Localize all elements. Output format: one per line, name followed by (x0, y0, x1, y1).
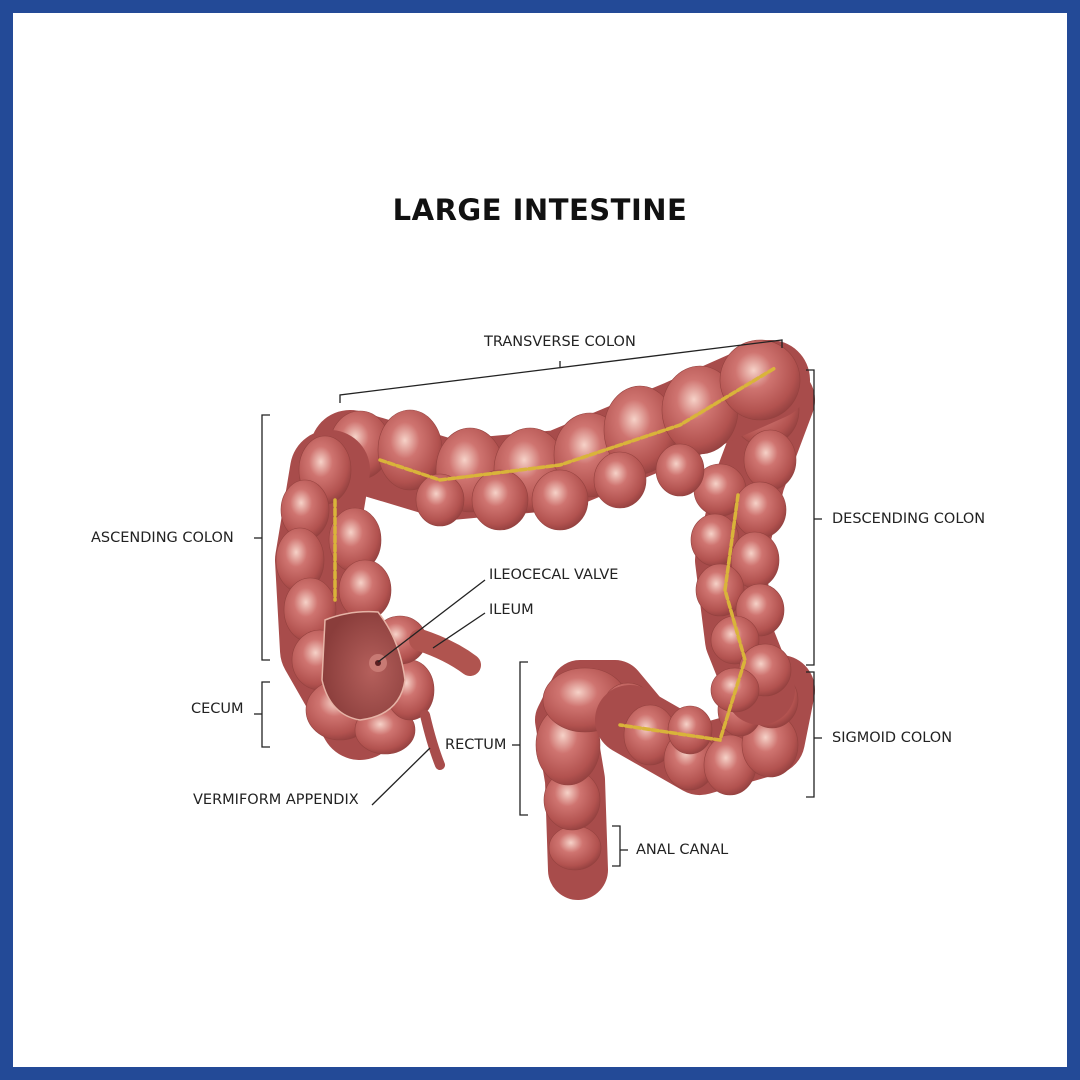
label-transverse-colon: TRANSVERSE COLON (484, 334, 636, 350)
diagram-title: LARGE INTESTINE (392, 193, 688, 227)
sigmoid-bracket (806, 671, 815, 798)
label-ileum: ILEUM (489, 602, 534, 618)
ileum-leader (432, 612, 486, 649)
transverse-bracket (339, 339, 783, 403)
label-ascending-colon: ASCENDING COLON (91, 530, 234, 546)
ascending-bracket (261, 414, 270, 661)
descending-haustra (743, 429, 797, 491)
label-anal-canal: ANAL CANAL (636, 842, 729, 858)
label-ileocecal-valve: ILEOCECAL VALVE (489, 567, 619, 583)
sigmoid-haustra (667, 705, 713, 755)
label-descending-colon: DESCENDING COLON (832, 511, 986, 527)
transverse-haustra (471, 469, 529, 531)
transverse-haustra (415, 473, 465, 527)
label-rectum: RECTUM (445, 737, 507, 753)
descending-bracket (806, 369, 815, 666)
transverse-haustra (531, 469, 589, 531)
cecum-opening (321, 610, 406, 721)
transverse-haustra (655, 443, 705, 497)
rectum-haustra (548, 825, 602, 871)
vermiform-appendix (420, 710, 445, 770)
blood-vessels (333, 366, 777, 742)
transverse-haustra (593, 451, 647, 509)
transverse-haustra (719, 339, 801, 421)
label-sigmoid-colon: SIGMOID COLON (832, 730, 953, 746)
appendix-leader (371, 747, 431, 806)
ileum (409, 629, 481, 676)
descending-haustra (695, 563, 745, 617)
rectum-bracket (519, 661, 528, 816)
cecum-bracket (261, 681, 270, 748)
anal-bracket (612, 825, 621, 867)
ileocecal-leader (377, 579, 486, 663)
label-vermiform-appendix: VERMIFORM APPENDIX (193, 792, 359, 808)
leader-lines (254, 339, 822, 867)
label-cecum: CECUM (191, 701, 244, 717)
descending-haustra (733, 481, 787, 539)
